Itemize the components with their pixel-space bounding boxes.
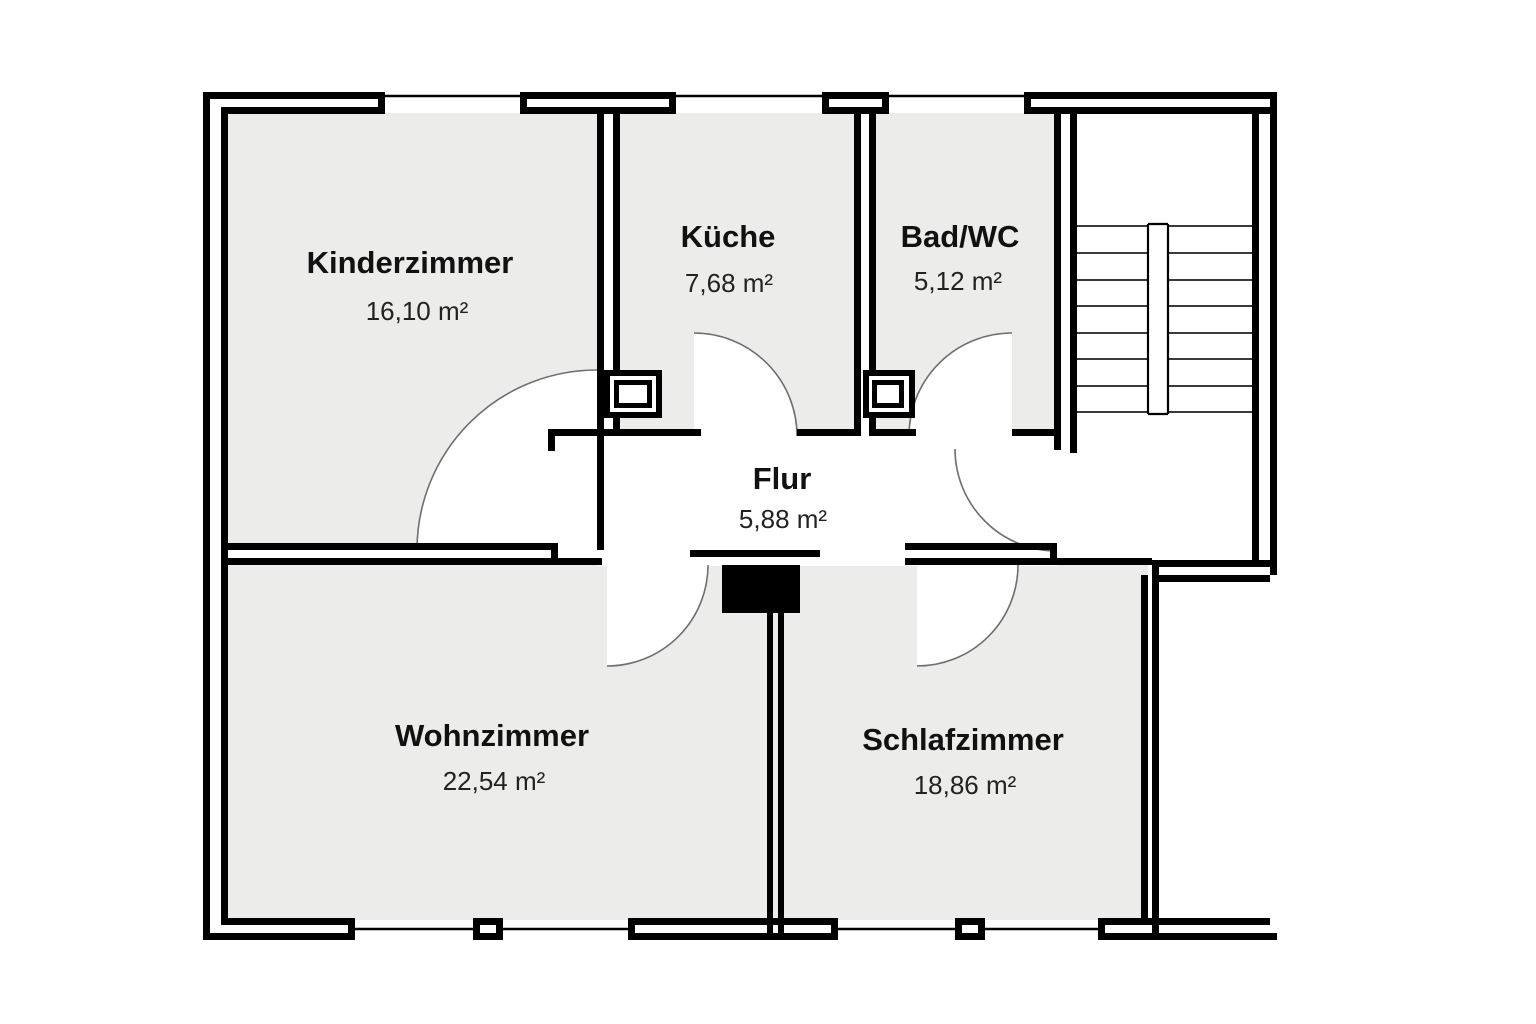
- door-arc-kinderzimmer: [416, 369, 598, 551]
- wall-badwc-bottom-right: [1012, 429, 1060, 436]
- room-label-kinderzimmer: Kinderzimmer: [307, 245, 514, 280]
- window-jamb-t2b: [822, 92, 829, 114]
- exterior-walls: [203, 92, 1277, 940]
- room-label-badwc: Bad/WC: [901, 219, 1020, 254]
- window-jamb-b3b: [955, 918, 962, 940]
- wall-kueche-badwc-inner: [869, 107, 876, 436]
- wall-exterior-bottom-inner-b: [473, 918, 503, 925]
- wall-exterior-top-b: [520, 92, 676, 99]
- wall-exterior-bottom-inner-c: [628, 918, 838, 925]
- door-swing-wohnzimmer: [607, 565, 708, 666]
- wall-exterior-right-step-inner: [1152, 575, 1270, 582]
- door-swing-badwc: [909, 333, 1012, 436]
- interior-walls: [221, 107, 1152, 940]
- wall-exterior-right-lower-inner: [1141, 575, 1148, 925]
- wall-kueche-bottom-left: [548, 429, 701, 436]
- wall-exterior-top-c: [822, 92, 889, 99]
- window-jamb-b1b: [473, 918, 480, 940]
- wall-exterior-bottom-a: [203, 933, 355, 940]
- wall-kueche-bottom-stub: [548, 429, 555, 451]
- wall-kinderzimmer-kueche-inner: [613, 107, 620, 436]
- window-jamb-t1a: [378, 92, 385, 114]
- room-area-kueche: 7,68 m²: [685, 268, 773, 298]
- wall-kinderzimmer-bottom-stub: [551, 543, 558, 565]
- wall-kueche-badwc: [854, 107, 861, 436]
- wall-exterior-top-a: [203, 92, 385, 99]
- wall-exterior-bottom-e: [1098, 933, 1277, 940]
- wall-exterior-bottom-b: [473, 933, 503, 940]
- wall-wohnzimmer-top-left: [221, 558, 602, 565]
- door-swing-schlafzimmer: [917, 565, 1018, 666]
- wall-exterior-right-step: [1152, 560, 1277, 567]
- wall-kinderzimmer-bottom: [221, 543, 557, 550]
- room-area-schlafzimmer: 18,86 m²: [914, 770, 1017, 800]
- door-arc-kueche: [693, 332, 798, 437]
- wall-flur-bottom-right: [905, 543, 1057, 550]
- window-jamb-b4b: [1098, 918, 1105, 940]
- room-label-flur: Flur: [753, 461, 812, 496]
- door-arc-wohnzimmer: [606, 564, 709, 667]
- staircase: [1077, 222, 1252, 416]
- window-jamb-t1b: [520, 92, 527, 114]
- door-swing-kueche: [694, 333, 797, 436]
- wall-badwc-treppenhaus-inner: [1070, 113, 1077, 453]
- wall-exterior-right-lower: [1152, 560, 1159, 940]
- stair-handrail-gap: [1147, 224, 1169, 414]
- door-swing-treppenhaus: [955, 449, 1057, 551]
- wall-exterior-bottom-inner-e: [1098, 918, 1270, 925]
- window-jamb-b1a: [348, 918, 355, 940]
- wall-exterior-bottom-d: [955, 933, 985, 940]
- window-jamb-b2a: [496, 918, 503, 940]
- room-label-kueche: Küche: [681, 219, 776, 254]
- door-swing-kinderzimmer: [417, 370, 597, 550]
- window-jamb-b2b: [628, 918, 635, 940]
- wall-exterior-left: [203, 92, 210, 940]
- room-label-schlafzimmer: Schlafzimmer: [862, 722, 1064, 757]
- window-jamb-t3a: [882, 92, 889, 114]
- door-swings: [417, 333, 1057, 666]
- wall-exterior-right-upper: [1270, 92, 1277, 575]
- wall-exterior-bottom-inner-a: [221, 918, 355, 925]
- wall-exterior-bottom-c: [628, 933, 838, 940]
- wall-fixtures: [604, 370, 915, 418]
- wall-kueche-bottom-right: [797, 429, 861, 436]
- wall-badwc-treppenhaus: [1054, 107, 1061, 450]
- wall-flur-bottom-stub: [1050, 543, 1057, 565]
- wall-exterior-top-inner-a: [221, 107, 385, 114]
- wall-exterior-left-inner: [221, 107, 228, 925]
- fixture-kueche-flue-inner: [619, 385, 647, 403]
- room-area-wohnzimmer: 22,54 m²: [443, 766, 546, 796]
- door-arc-schlafzimmer: [916, 564, 1019, 667]
- wall-exterior-bottom-inner-d: [955, 918, 985, 925]
- wall-flur-entrance-lintel-top: [690, 550, 820, 554]
- wall-exterior-top-d: [1024, 92, 1277, 99]
- wall-badwc-bottom-left: [869, 429, 916, 436]
- wall-wohnzimmer-schlafzimmer-b: [778, 610, 784, 940]
- fixture-badwc-flue-inner: [877, 385, 899, 403]
- room-label-wohnzimmer: Wohnzimmer: [395, 718, 589, 753]
- wall-exterior-top-inner-d: [1024, 107, 1270, 114]
- entrance-door-block[interactable]: [722, 565, 800, 613]
- room-area-badwc: 5,12 m²: [914, 266, 1002, 296]
- room-area-flur: 5,88 m²: [739, 504, 827, 534]
- window-jamb-t2a: [669, 92, 676, 114]
- wall-kinderzimmer-kueche: [597, 107, 604, 550]
- wall-wohnzimmer-schlafzimmer-a: [767, 610, 773, 940]
- window-jamb-t3b: [1024, 92, 1031, 114]
- window-jamb-b4a: [978, 918, 985, 940]
- wall-schlafzimmer-top: [905, 558, 1152, 565]
- room-labels: Kinderzimmer 16,10 m² Küche 7,68 m² Bad/…: [307, 219, 1064, 800]
- window-jamb-b3a: [831, 918, 838, 940]
- wall-exterior-right-inner-upper: [1252, 107, 1259, 560]
- room-area-kinderzimmer: 16,10 m²: [366, 296, 469, 326]
